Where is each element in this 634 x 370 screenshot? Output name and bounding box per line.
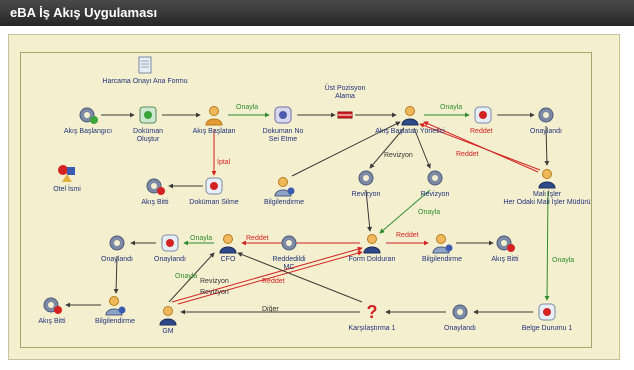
document-red-icon: [161, 234, 179, 252]
gear-stop-icon: [43, 297, 62, 314]
node-label: Karşılaştırma 1: [348, 325, 396, 332]
node-label: Akış Bitti: [38, 318, 66, 325]
edge-label-onayla: Onayla: [418, 209, 441, 216]
edge-label-reddet: Reddet: [246, 235, 269, 242]
document-red-icon: [474, 106, 492, 124]
node-label: Onaylandı: [154, 256, 186, 263]
node-label: Bilgilendirme: [263, 199, 305, 206]
manager-icon: [401, 106, 419, 126]
edge-label-reddet: Reddet: [470, 128, 493, 135]
edge-label-revizyon: Revizyon: [200, 278, 229, 285]
position-bar-icon: [337, 111, 353, 119]
edge-label-diger: Diğer: [262, 306, 279, 313]
node-label: Doküman Silme: [189, 199, 239, 206]
flow-connector: [544, 190, 550, 301]
edge-label-iptal: İptal: [217, 159, 231, 166]
edge-label-onayla: Onayla: [175, 273, 198, 280]
flow-connector: [379, 189, 431, 234]
document-number-icon: [274, 106, 292, 124]
title-bar: eBA İş Akış Uygulaması: [0, 0, 634, 26]
workflow-frame: [20, 52, 592, 348]
edge-label-onayla: Onayla: [190, 235, 213, 242]
node-label: Bilgilendirme: [421, 256, 463, 263]
document-delete-icon: [205, 177, 223, 195]
document-create-icon: [139, 106, 157, 124]
form-document-icon: [138, 56, 152, 74]
gear-icon: [538, 107, 554, 123]
gear-icon: [452, 304, 468, 320]
node-label: Akış Başlatan Yönetici: [375, 128, 445, 135]
gear-icon: [358, 170, 374, 186]
edge-label-onayla: Onayla: [552, 257, 575, 264]
edge-label-onayla: Onayla: [236, 104, 259, 111]
gear-icon: [281, 235, 297, 251]
flow-connector: [369, 127, 405, 169]
document-red-icon: [538, 303, 556, 321]
edge-label-onayla: Onayla: [440, 104, 463, 111]
gear-stop-icon: [496, 235, 515, 252]
user-notify-icon: [274, 177, 295, 197]
node-label: Revizyon: [420, 191, 450, 198]
node-label: Onaylandı: [101, 256, 133, 263]
flow-connector: [168, 252, 215, 303]
window-title: eBA İş Akış Uygulaması: [10, 5, 158, 20]
node-label: CFO: [220, 256, 236, 263]
user-icon: [205, 106, 223, 126]
node-label: Revizyon: [351, 191, 381, 198]
svg-text:?: ?: [367, 302, 378, 322]
question-icon: ?: [367, 302, 378, 322]
node-label: Akış Başlatan: [192, 128, 236, 135]
flow-connector: [419, 123, 541, 171]
node-label: Onaylandı: [530, 128, 562, 135]
manager-icon: [538, 169, 556, 189]
node-label: GM: [162, 328, 174, 335]
node-label: Otel İsmi: [53, 186, 81, 193]
manager-icon: [219, 234, 237, 254]
gear-start-icon: [79, 107, 98, 124]
edge-label-revizyon: Revizyon: [200, 289, 229, 296]
gear-icon: [427, 170, 443, 186]
manager-icon: [159, 306, 177, 326]
node-label: Harcama Onayı Ana Formu: [102, 78, 188, 85]
gear-icon: [109, 235, 125, 251]
workflow-canvas: [8, 34, 620, 360]
node-label: Bilgilendirme: [94, 318, 136, 325]
flow-connector: [113, 255, 119, 294]
node-label: Akış Bitti: [141, 199, 169, 206]
user-notify-icon: [432, 234, 453, 254]
node-label: Akış Başlangıcı: [63, 128, 113, 135]
edge-label-reddet: Reddet: [396, 232, 419, 239]
user-notify-icon: [105, 296, 126, 316]
flow-connector: [291, 121, 401, 177]
shapes-icon: [58, 165, 75, 182]
flow-connector: [413, 127, 431, 169]
flow-connector: [171, 246, 363, 303]
gear-stop-icon: [146, 178, 165, 195]
node-label: Akış Bitti: [491, 256, 519, 263]
flow-connector: [544, 125, 550, 166]
edge-label-reddet: Reddet: [456, 151, 479, 158]
node-label: Belge Durumu 1: [521, 325, 573, 332]
flow-connector: [365, 189, 373, 232]
manager-icon: [363, 234, 381, 254]
edge-label-reddet: Reddet: [262, 278, 285, 285]
flow-connector: [237, 252, 363, 303]
flow-connector: [177, 250, 363, 305]
node-label: Onaylandı: [444, 325, 476, 332]
node-label: Form Dolduran: [348, 256, 396, 263]
edge-label-revizyon: Revizyon: [384, 152, 413, 159]
